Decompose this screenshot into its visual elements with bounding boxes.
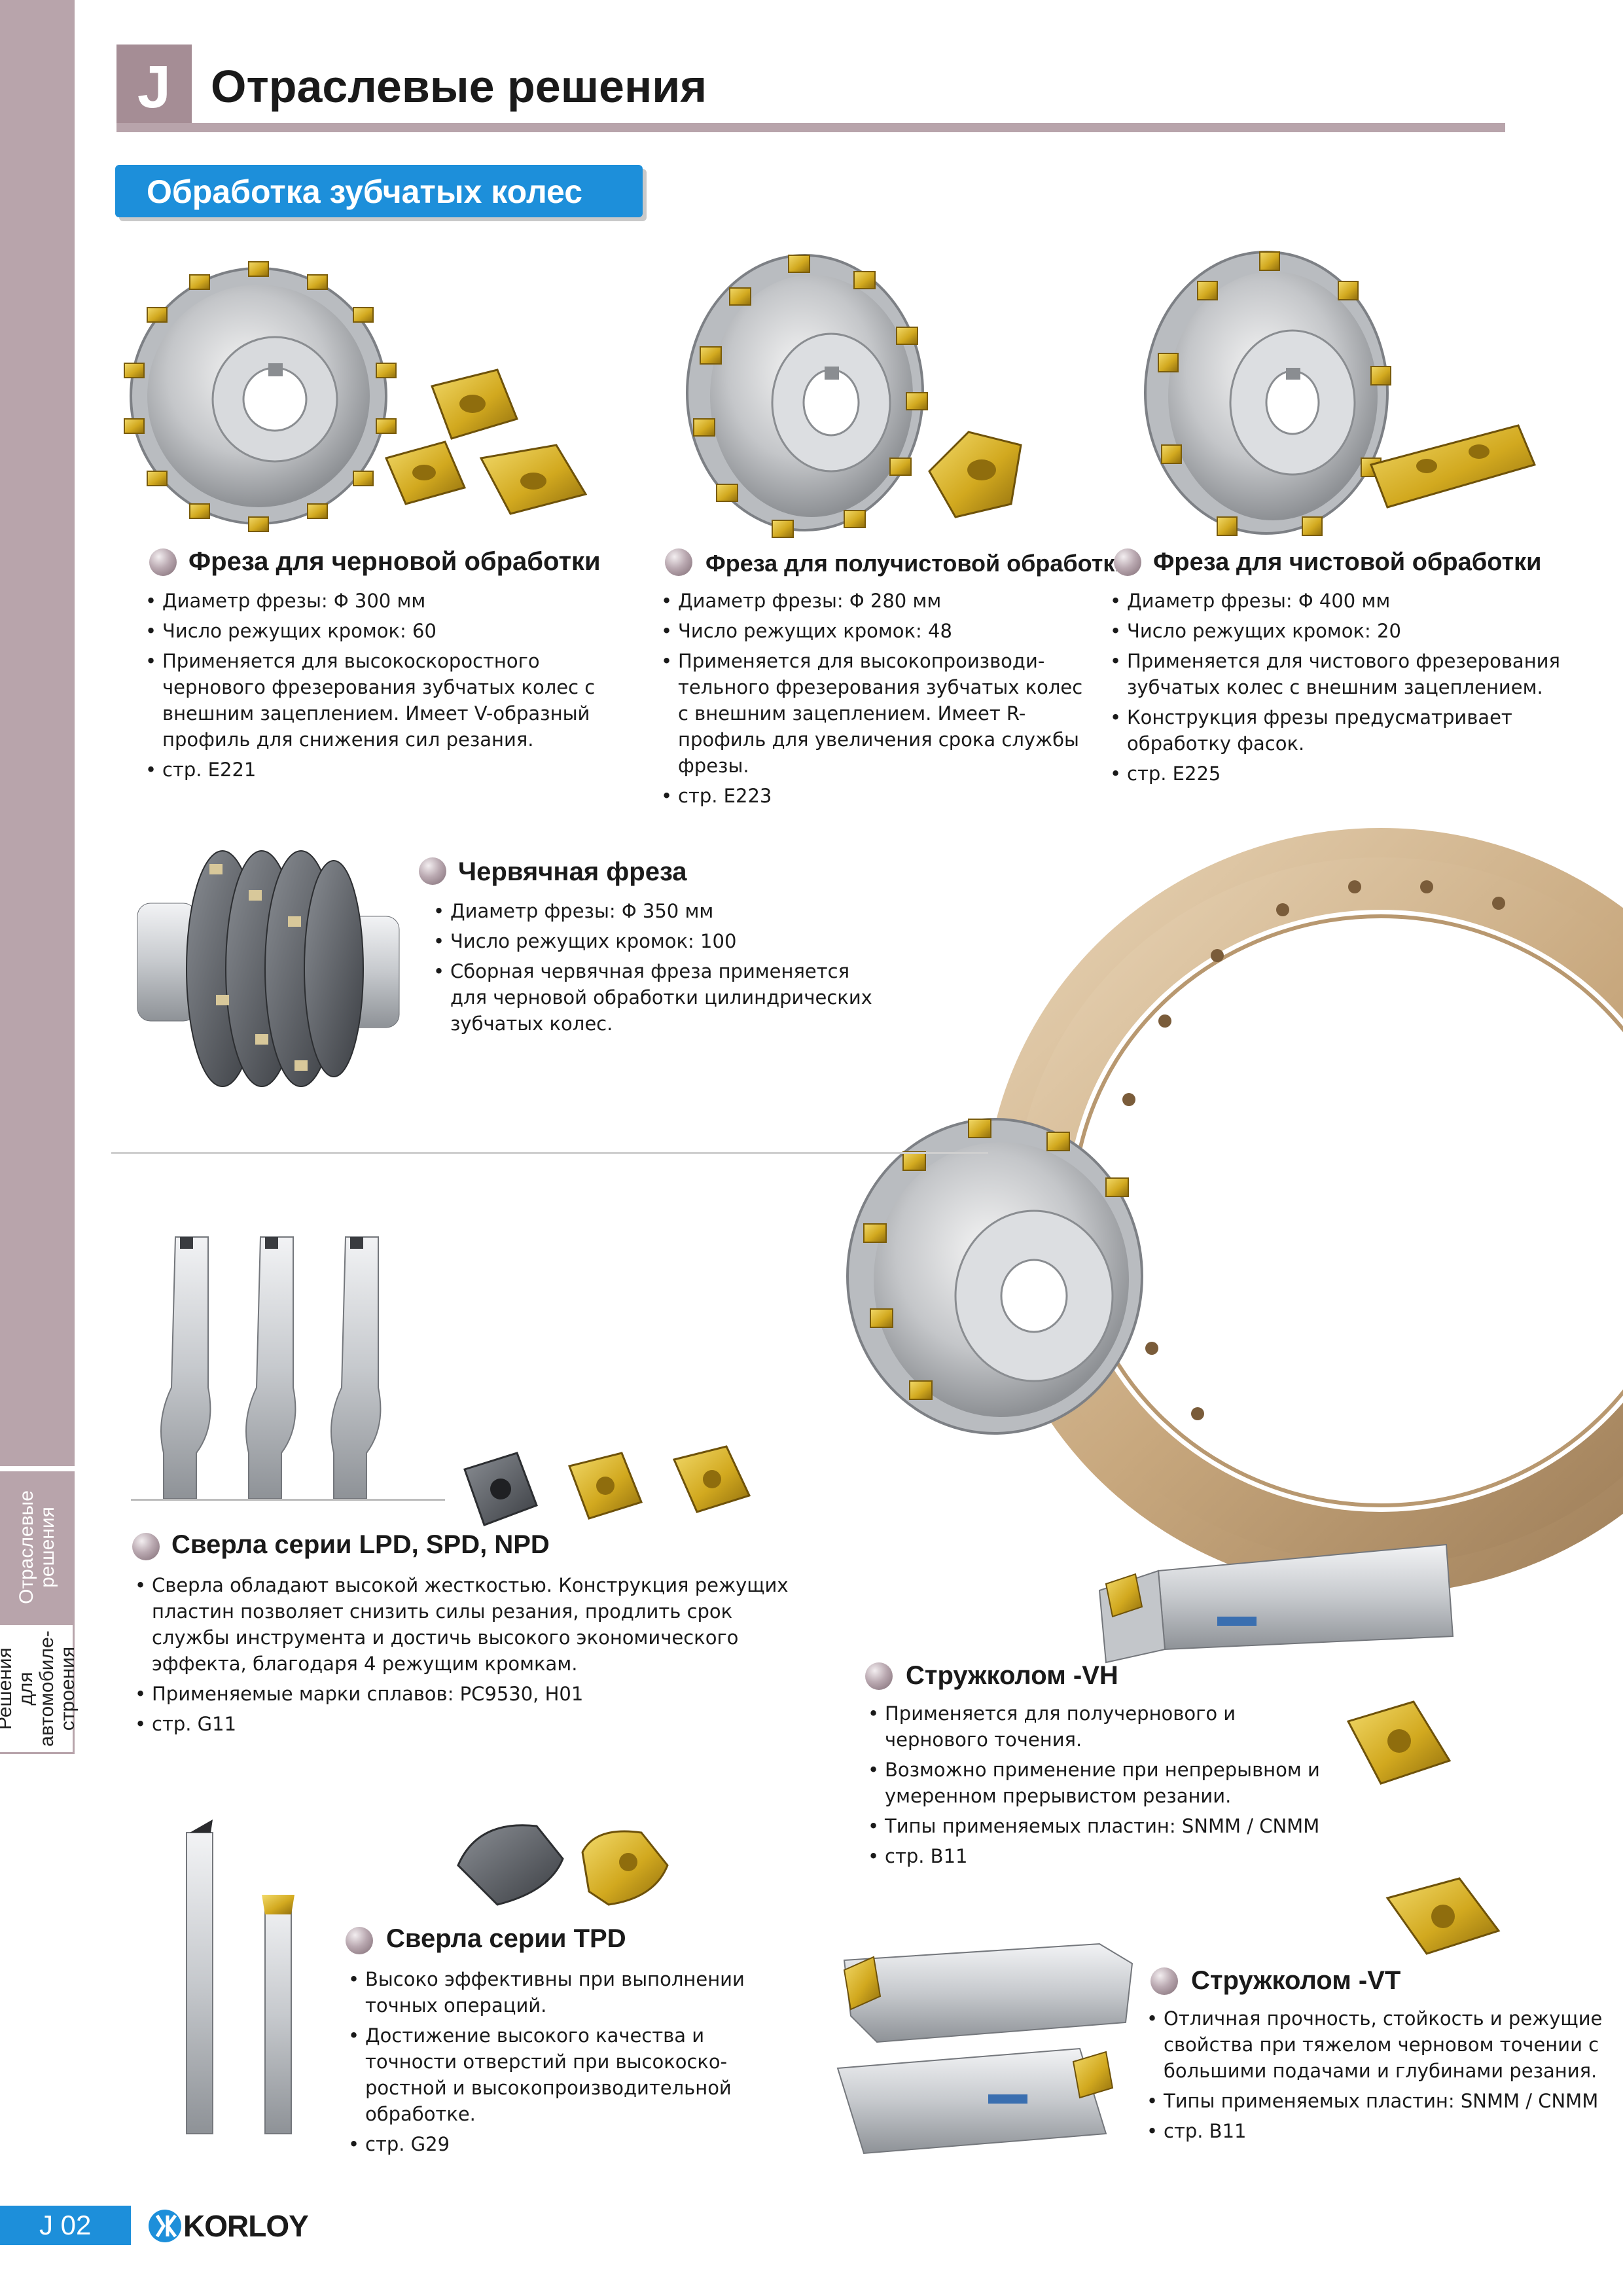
semi-cutter-image — [686, 254, 928, 538]
section-title: Обработка зубчатых колес — [147, 173, 583, 210]
korloy-logo-icon — [149, 2210, 181, 2242]
finish-insert-image — [1370, 424, 1537, 509]
finish-spec-list: Диаметр фрезы: Φ 400 мм Число режущих кр… — [1110, 588, 1561, 791]
lpd-page-link[interactable]: стр. G11 — [135, 1711, 789, 1737]
lpd-spec-list: Сверла обладают высокой жесткостью. Конс… — [135, 1572, 789, 1741]
semi-title: Фреза для получистовой обработки — [705, 550, 1130, 577]
rough-cutter-image — [124, 261, 397, 532]
side-strip — [0, 0, 75, 1466]
lpd-spec-item: Применяемые марки сплавов: PC9530, H01 — [135, 1681, 789, 1707]
section-banner: Обработка зубчатых колес — [115, 165, 643, 217]
semi-spec-item: Число режущих кромок: 48 — [661, 618, 1086, 644]
tpd-bullet-icon — [346, 1927, 373, 1954]
finish-cutter-image — [1144, 251, 1391, 536]
lpd-spec-item: Сверла обладают высокой жесткостью. Конс… — [135, 1572, 789, 1677]
vh-title: Стружколом -VH — [906, 1661, 1118, 1690]
semi-spec-item: Применяется для высокопроизводи- тельног… — [661, 648, 1086, 779]
rough-spec-item: Диаметр фрезы: Φ 300 мм — [145, 588, 610, 614]
tpd-drills-image — [186, 1820, 294, 2134]
tpd-spec-item: Высоко эффективны при выполнении точных … — [348, 1966, 767, 2018]
worm-spec-item: Диаметр фрезы: Φ 350 мм — [433, 898, 878, 924]
vt-spec-list: Отличная прочность, стойкость и режущие … — [1147, 2005, 1605, 2148]
rough-title: Фреза для черновой обработки — [188, 547, 601, 576]
finish-title: Фреза для чистовой обработки — [1153, 548, 1542, 576]
tpd-title: Сверла серии TPD — [386, 1924, 626, 1953]
chapter-letter: J — [116, 45, 192, 130]
vt-page-link[interactable]: стр. B11 — [1147, 2118, 1605, 2144]
vt-bullet-icon — [1150, 1967, 1178, 1995]
worm-spec-list: Диаметр фрезы: Φ 350 мм Число режущих кр… — [433, 898, 878, 1041]
worm-spec-item: Число режущих кромок: 100 — [433, 928, 878, 954]
finish-spec-item: Число режущих кромок: 20 — [1110, 618, 1561, 644]
vt-insert-image — [1385, 1877, 1501, 1955]
finish-bullet-icon — [1114, 548, 1141, 576]
vh-page-link[interactable]: стр. B11 — [868, 1843, 1339, 1869]
rough-inserts-image — [384, 368, 588, 515]
side-tab-automotive-solutions[interactable]: Решения для автомобиле- строения — [0, 1623, 79, 1754]
tpd-spec-list: Высоко эффективны при выполнении точных … — [348, 1966, 767, 2161]
semi-insert-image — [928, 431, 1022, 518]
lpd-drills-image — [131, 1236, 445, 1501]
tpd-inserts-image — [457, 1824, 669, 1906]
vt-spec-item: Отличная прочность, стойкость и режущие … — [1147, 2005, 1605, 2084]
vh-insert-image — [1346, 1700, 1452, 1785]
lpd-inserts-image — [463, 1445, 751, 1526]
vh-holder-image — [1098, 1543, 1454, 1664]
finish-spec-item: Диаметр фрезы: Φ 400 мм — [1110, 588, 1561, 614]
rough-spec-item: Применяется для высокоскоростного чернов… — [145, 648, 610, 753]
finish-spec-item: Применяется для чистового фрезерования з… — [1110, 648, 1561, 700]
vh-spec-list: Применяется для получернового и черновог… — [868, 1700, 1339, 1873]
worm-spec-item: Сборная червячная фреза применяется для … — [433, 958, 878, 1037]
vh-spec-item: Типы применяемых пластин: SNMM / CNMM — [868, 1813, 1339, 1839]
rough-spec-list: Диаметр фрезы: Φ 300 мм Число режущих кр… — [145, 588, 610, 787]
vt-spec-item: Типы применяемых пластин: SNMM / CNMM — [1147, 2088, 1605, 2114]
vt-title: Стружколом -VT — [1191, 1966, 1401, 1995]
side-tab-industry-solutions[interactable]: Отраслевые решения — [0, 1466, 75, 1623]
rough-bullet-icon — [149, 548, 177, 576]
vt-holder-image — [836, 1943, 1133, 2155]
rough-spec-item: Число режущих кромок: 60 — [145, 618, 610, 644]
worm-hob-image — [137, 850, 400, 1087]
tpd-page-link[interactable]: стр. G29 — [348, 2131, 767, 2157]
vh-spec-item: Возможно применение при непрерывном и ум… — [868, 1757, 1339, 1809]
brand-name: KORLOY — [183, 2209, 309, 2243]
gear-cutter-image — [846, 1118, 1143, 1435]
worm-title: Червячная фреза — [458, 857, 687, 886]
semi-spec-list: Диаметр фрезы: Φ 280 мм Число режущих кр… — [661, 588, 1086, 813]
page-number: J 02 — [0, 2206, 131, 2245]
section-divider — [111, 1152, 988, 1154]
semi-spec-item: Диаметр фрезы: Φ 280 мм — [661, 588, 1086, 614]
header-rule — [116, 123, 1505, 132]
finish-spec-item: Конструкция фрезы предусматривает обрабо… — [1110, 704, 1561, 757]
vh-spec-item: Применяется для получернового и черновог… — [868, 1700, 1339, 1753]
tpd-spec-item: Достижение высокого качества и точности … — [348, 2022, 767, 2127]
lpd-title: Сверла серии LPD, SPD, NPD — [171, 1530, 550, 1559]
finish-page-link[interactable]: стр. E225 — [1110, 761, 1561, 787]
brand-logo: KORLOY — [144, 2207, 309, 2245]
vh-bullet-icon — [865, 1662, 893, 1690]
rough-page-link[interactable]: стр. E221 — [145, 757, 610, 783]
semi-page-link[interactable]: стр. E223 — [661, 783, 1086, 809]
lpd-bullet-icon — [132, 1533, 160, 1560]
worm-bullet-icon — [419, 857, 446, 885]
page-title: Отраслевые решения — [211, 61, 707, 112]
semi-bullet-icon — [665, 548, 692, 576]
